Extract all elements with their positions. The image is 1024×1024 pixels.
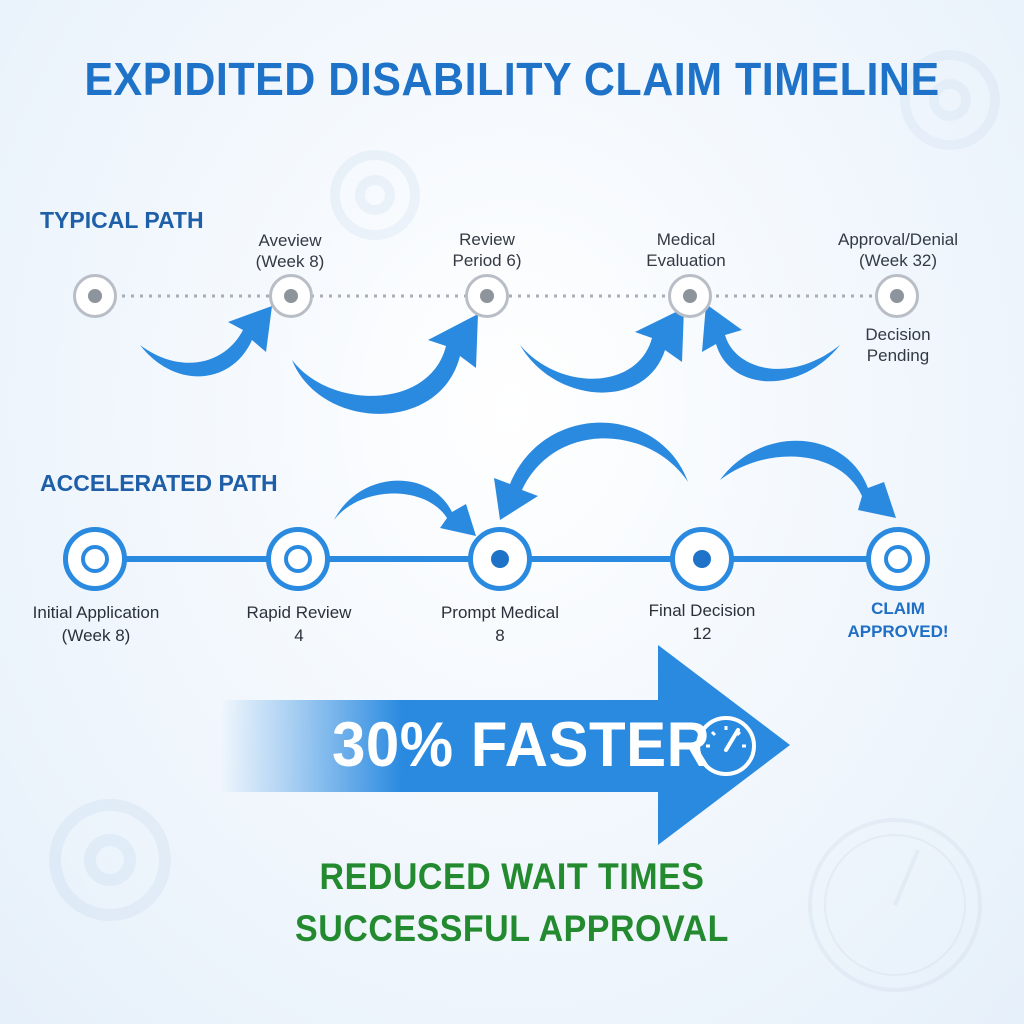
- typical-arrow-4: [702, 304, 840, 382]
- accelerated-path-arrows: [334, 422, 896, 536]
- node-dot: [88, 289, 102, 303]
- accelerated-arrow-3: [720, 440, 896, 518]
- faster-banner-text: 30% FASTER: [332, 709, 711, 780]
- accelerated-milestone-label-3: Prompt Medical 8: [415, 601, 585, 647]
- accelerated-node-4: [670, 527, 734, 591]
- background-speedometer-icon: [808, 818, 982, 992]
- label-line: 4: [294, 626, 304, 645]
- typical-path-arrows: [140, 304, 840, 414]
- typical-milestone-label-5: Approval/Denial (Week 32): [818, 229, 978, 271]
- label-line: (Week 8): [61, 626, 131, 645]
- outcome-reduced-wait: REDUCED WAIT TIMES: [319, 856, 705, 898]
- accelerated-arrow-1: [334, 480, 476, 536]
- accelerated-path-label: ACCELERATED PATH: [40, 470, 278, 496]
- typical-node-5: [875, 274, 919, 318]
- label-line: Decision: [865, 325, 931, 344]
- node-dot: [683, 289, 697, 303]
- page-title: EXPIDITED DISABILITY CLAIM TIMELINE: [84, 54, 940, 106]
- typical-node-2: [269, 274, 313, 318]
- accelerated-milestone-label-1: Initial Application (Week 8): [11, 601, 181, 647]
- label-line: Approval/Denial: [837, 230, 958, 249]
- label-line: Final Decision: [648, 601, 756, 620]
- node-dot: [491, 550, 509, 568]
- typical-arrow-3: [520, 308, 684, 393]
- typical-end-note: Decision Pending: [818, 324, 978, 366]
- accelerated-node-1: [63, 527, 127, 591]
- node-dot: [693, 550, 711, 568]
- background-gear-icon: [330, 150, 420, 240]
- node-dot: [890, 289, 904, 303]
- accelerated-milestone-label-2: Rapid Review 4: [214, 601, 384, 647]
- typical-arrow-1: [140, 306, 272, 377]
- typical-milestone-label-4: Medical Evaluation: [606, 229, 766, 271]
- label-line: Initial Application: [32, 603, 160, 622]
- accelerated-arrow-2: [494, 422, 688, 520]
- node-ring: [81, 545, 109, 573]
- node-ring: [284, 545, 312, 573]
- label-line: 8: [495, 626, 505, 645]
- label-line: Rapid Review: [246, 603, 352, 622]
- speedometer-icon: [696, 716, 756, 776]
- label-line: Review: [459, 230, 515, 249]
- label-line: 12: [692, 624, 712, 643]
- label-line: Medical: [656, 230, 716, 249]
- background-gear-icon: [900, 50, 1000, 150]
- accelerated-node-3: [468, 527, 532, 591]
- node-dot: [284, 289, 298, 303]
- background-gear-icon: [49, 799, 171, 921]
- label-line: Pending: [866, 346, 930, 365]
- typical-node-1: [73, 274, 117, 318]
- label-line: Period 6): [452, 251, 522, 270]
- accelerated-node-5: [866, 527, 930, 591]
- faster-banner-arrow: [220, 645, 790, 845]
- typical-milestone-label-3: Review Period 6): [407, 229, 567, 271]
- typical-milestone-label-2: Aveview (Week 8): [210, 230, 370, 272]
- label-line: APPROVED!: [847, 622, 949, 641]
- outcome-successful-approval: SUCCESSFUL APPROVAL: [295, 908, 729, 950]
- typical-node-3: [465, 274, 509, 318]
- label-line: (Week 32): [858, 251, 938, 270]
- typical-path-label: TYPICAL PATH: [40, 207, 204, 233]
- label-line: Evaluation: [646, 251, 726, 270]
- label-line: Aveview: [258, 231, 322, 250]
- accelerated-milestone-label-4: Final Decision 12: [617, 599, 787, 645]
- typical-node-4: [668, 274, 712, 318]
- label-line: CLAIM: [871, 599, 925, 618]
- node-ring: [884, 545, 912, 573]
- label-line: Prompt Medical: [440, 603, 560, 622]
- label-line: (Week 8): [255, 252, 325, 271]
- accelerated-milestone-label-5: CLAIM APPROVED!: [813, 597, 983, 643]
- node-dot: [480, 289, 494, 303]
- typical-arrow-2: [292, 314, 478, 414]
- accelerated-node-2: [266, 527, 330, 591]
